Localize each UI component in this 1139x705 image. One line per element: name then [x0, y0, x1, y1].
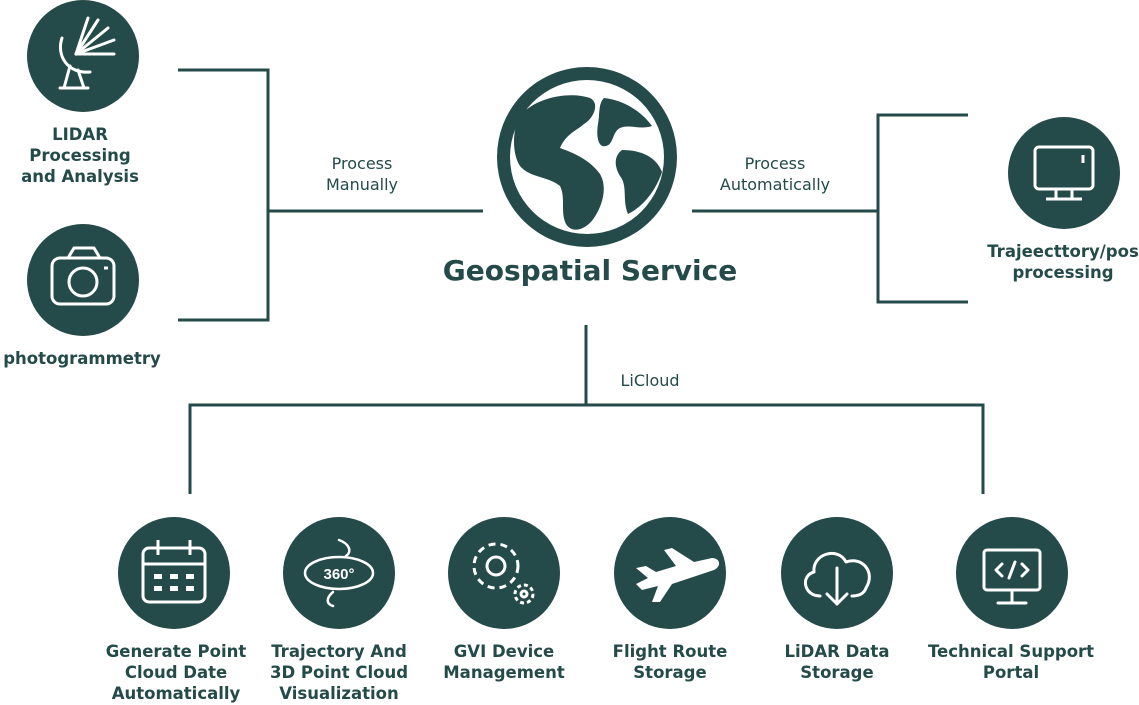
edge-label-licloud: LiCloud	[620, 371, 680, 390]
code-monitor-icon	[956, 517, 1068, 629]
bottom-node-1-line1: Generate Point	[105, 642, 247, 661]
bottom-node-6-line1: Technical Support	[927, 642, 1095, 661]
connector-bottom-bar	[188, 403, 985, 494]
edge-label-manually-line1: Process	[331, 154, 393, 173]
left-node-photogrammetry-label: photogrammetry	[0, 348, 164, 369]
bottom-node-1-label: Generate Point Cloud Date Automatically	[94, 641, 258, 704]
bottom-node-5-line1: LiDAR Data	[784, 642, 890, 661]
bottom-node-3-label: GVI Device Management	[424, 641, 584, 683]
cloud-download-icon	[781, 517, 893, 629]
left-node-lidar-line1: LIDAR Processing	[29, 125, 131, 165]
connector-left-bracket	[178, 68, 270, 322]
edge-label-automatically-line2: Automatically	[719, 175, 831, 194]
left-node-lidar-line2: and Analysis	[21, 167, 139, 186]
bottom-node-4-line2: Storage	[633, 663, 707, 682]
calendar-icon	[118, 517, 230, 629]
rotate-360-label: 360°	[323, 566, 354, 583]
bottom-node-6-line2: Portal	[982, 663, 1040, 682]
edge-label-automatically-line1: Process	[744, 154, 806, 173]
bottom-node-1-line3: Automatically	[111, 684, 241, 703]
edge-label-automatically: Process Automatically	[705, 153, 845, 195]
bottom-node-2-line3: Visualization	[279, 684, 399, 703]
bottom-node-2-line2: 3D Point Cloud	[269, 663, 409, 682]
rotate-360-icon: 360°	[283, 517, 395, 629]
bottom-node-2-line1: Trajectory And	[271, 642, 407, 661]
bottom-node-6-label: Technical Support Portal	[918, 641, 1104, 683]
satellite-dish-icon	[27, 0, 139, 112]
bottom-node-5-label: LiDAR Data Storage	[757, 641, 917, 683]
camera-icon	[27, 224, 139, 336]
right-node-trajectory-label: Trajeecttory/pos processing	[980, 241, 1139, 283]
monitor-icon	[1008, 117, 1120, 229]
right-node-trajectory-line2: processing	[1012, 263, 1114, 282]
bottom-node-5-line2: Storage	[800, 663, 874, 682]
left-node-photogrammetry-line1: photogrammetry	[3, 349, 161, 368]
bottom-node-3-line1: GVI Device	[453, 642, 555, 661]
left-node-lidar-label: LIDAR Processing and Analysis	[0, 124, 160, 187]
bottom-node-4-label: Flight Route Storage	[590, 641, 750, 683]
connector-right-bracket	[876, 113, 968, 304]
right-node-trajectory-line1: Trajeecttory/pos	[987, 242, 1139, 261]
edge-label-manually-line2: Manually	[325, 175, 399, 194]
bottom-node-2-label: Trajectory And 3D Point Cloud Visualizat…	[258, 641, 420, 704]
bottom-node-4-line1: Flight Route	[612, 642, 728, 661]
edge-label-manually: Process Manually	[300, 153, 424, 195]
bottom-node-3-line2: Management	[443, 663, 565, 682]
airplane-icon	[614, 517, 726, 629]
center-title: Geospatial Service	[442, 254, 738, 287]
globe-icon	[497, 67, 677, 247]
bottom-node-1-line2: Cloud Date	[124, 663, 228, 682]
gears-icon	[448, 517, 560, 629]
